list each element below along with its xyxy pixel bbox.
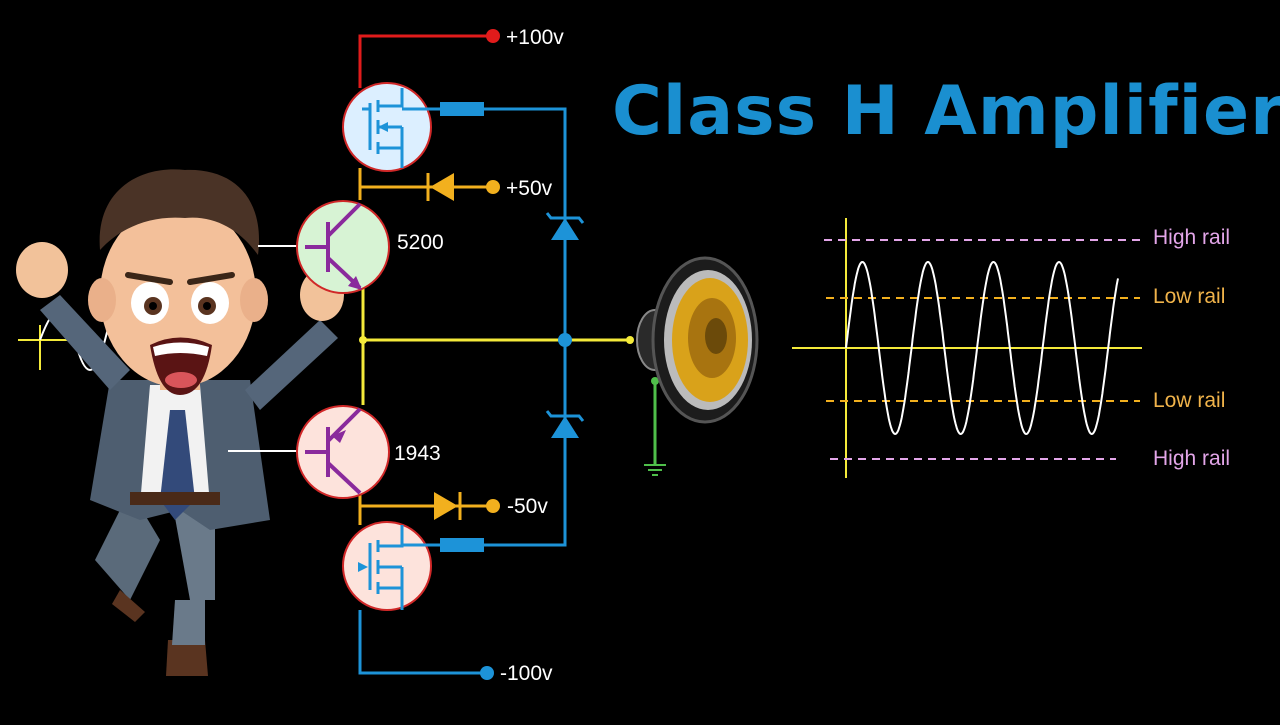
speaker-terminal-dot (626, 336, 634, 344)
cartoon-businessman (16, 169, 344, 676)
rail-waveform-graph (792, 218, 1142, 478)
speaker-ground-terminal (651, 377, 659, 385)
pnp-transistor (296, 405, 390, 499)
label-plus-50v: +50v (506, 177, 553, 200)
mosfet-top (342, 82, 432, 172)
circuit-wiring (228, 34, 657, 675)
diode-minus-50v (434, 492, 462, 520)
zener-diode-bottom (545, 410, 585, 438)
rail-label-high-bottom: High rail (1153, 447, 1231, 470)
rail-label-high-top: High rail (1153, 226, 1231, 249)
output-sine-wave (845, 260, 1119, 436)
zener-diode-top (545, 212, 585, 240)
page-title: Class H Amplifier (612, 72, 1280, 151)
npn-transistor (296, 200, 390, 294)
label-plus-100v: +100v (506, 26, 564, 49)
terminal-plus-100v (486, 29, 500, 43)
terminal-minus-100v (480, 666, 494, 680)
label-minus-100v: -100v (500, 662, 553, 685)
rail-label-low-bottom: Low rail (1153, 389, 1226, 412)
label-pnp-part-number: 1943 (394, 442, 441, 465)
diode-plus-50v (426, 173, 454, 201)
gate-resistor-top (440, 102, 484, 116)
label-npn-part-number: 5200 (397, 231, 444, 254)
gate-resistor-bottom (440, 538, 484, 552)
ground-icon (644, 464, 666, 476)
mosfet-bottom (342, 521, 440, 611)
terminal-minus-50v (486, 499, 500, 513)
output-node-dot (359, 336, 367, 344)
terminal-plus-50v (486, 180, 500, 194)
label-minus-50v: -50v (507, 495, 548, 518)
speaker-icon (636, 256, 759, 424)
gate-junction-dot (558, 333, 572, 347)
rail-label-low-top: Low rail (1153, 285, 1226, 308)
